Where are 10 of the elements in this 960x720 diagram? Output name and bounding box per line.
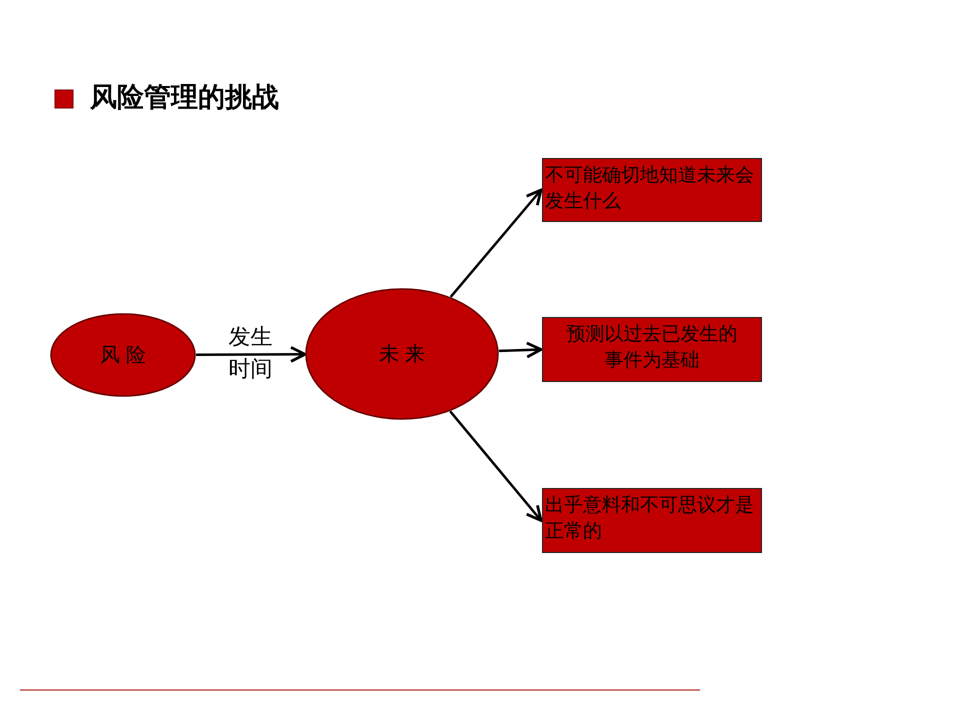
- arrow: [498, 342, 542, 358]
- arrow: [196, 346, 306, 363]
- ellipse-label: 风 险: [98, 342, 148, 368]
- ellipse-label: 未 来: [378, 340, 426, 368]
- text-box: 不可能确切地知道未来会发生什么: [542, 158, 762, 222]
- arrow: [449, 410, 542, 522]
- text-box: 预测以过去已发生的事件为基础: [542, 317, 762, 382]
- text-box: 出乎意料和不可思议才是正常的: [542, 488, 762, 553]
- edge-label: 发生时间: [228, 324, 274, 384]
- slide-title: 风险管理的挑战: [90, 81, 279, 115]
